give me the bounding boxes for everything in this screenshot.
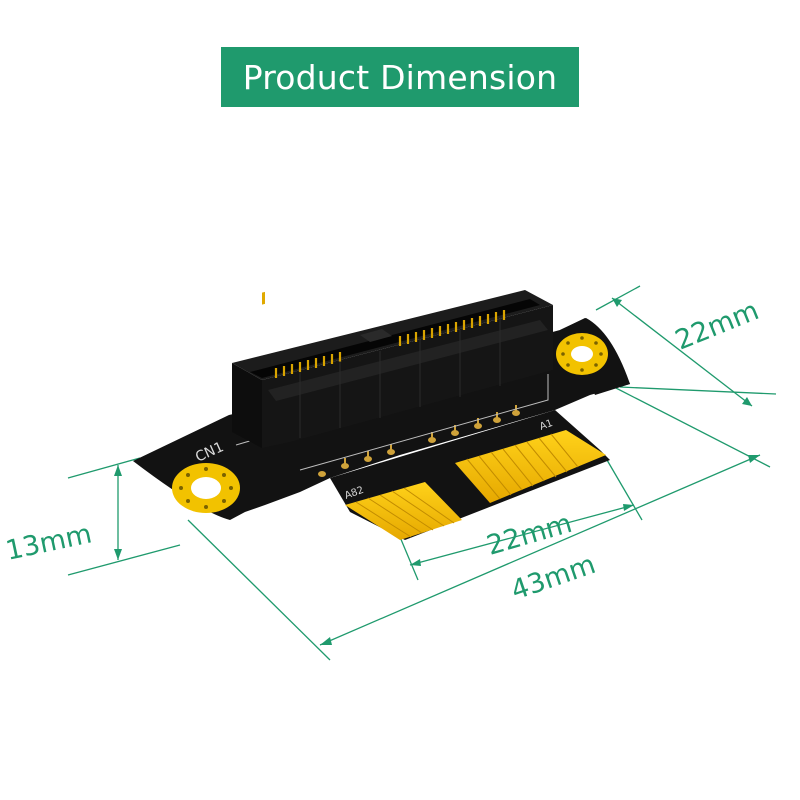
dim-finger-line bbox=[409, 504, 635, 566]
arrow-finger-right bbox=[623, 504, 634, 511]
slot-contacts-upper bbox=[262, 291, 265, 305]
dim-label-board-width: 22mm bbox=[671, 295, 763, 356]
dim-board-width-line bbox=[611, 297, 753, 407]
gold-finger-b-side bbox=[345, 482, 462, 540]
title-badge: Product Dimension bbox=[221, 47, 579, 107]
pcie-slot-connector bbox=[232, 290, 553, 448]
dim-height-ext-top bbox=[67, 457, 141, 479]
slot-channel bbox=[250, 299, 540, 378]
arrow-finger-left bbox=[410, 559, 421, 566]
mounting-hole-left bbox=[172, 463, 240, 513]
mounting-hole-right bbox=[556, 333, 608, 375]
dim-total-line bbox=[319, 454, 761, 646]
slot-contact-lines bbox=[274, 310, 506, 378]
dim-label-height: 13mm bbox=[3, 518, 95, 566]
dim-board-width-ext-bottom bbox=[619, 386, 777, 395]
arrow-total-left bbox=[320, 637, 332, 645]
dim-total-ext-left bbox=[187, 519, 331, 661]
dim-height-ext-bottom bbox=[67, 544, 181, 576]
arrow-board-width-bottom bbox=[742, 397, 752, 406]
arrow-board-width-top bbox=[612, 298, 622, 307]
gold-finger-a-side bbox=[455, 430, 606, 503]
dimension-lines bbox=[67, 285, 777, 661]
page-title: Product Dimension bbox=[242, 57, 558, 97]
slot-side-ribs bbox=[299, 319, 501, 438]
dim-label-finger-width: 22mm bbox=[483, 508, 575, 562]
slot-front-face bbox=[232, 363, 262, 448]
arrow-height-bottom bbox=[114, 549, 122, 560]
dim-board-width-ext-top bbox=[595, 285, 641, 311]
dimension-arrows bbox=[114, 298, 760, 645]
dim-total-ext-right bbox=[611, 385, 771, 468]
arrow-height-top bbox=[114, 465, 122, 476]
dim-finger-ext-right bbox=[606, 459, 643, 521]
label-a1: A1 bbox=[538, 418, 554, 433]
slot-lip bbox=[268, 320, 548, 401]
slot-key bbox=[360, 329, 392, 342]
arrow-total-right bbox=[748, 455, 760, 463]
